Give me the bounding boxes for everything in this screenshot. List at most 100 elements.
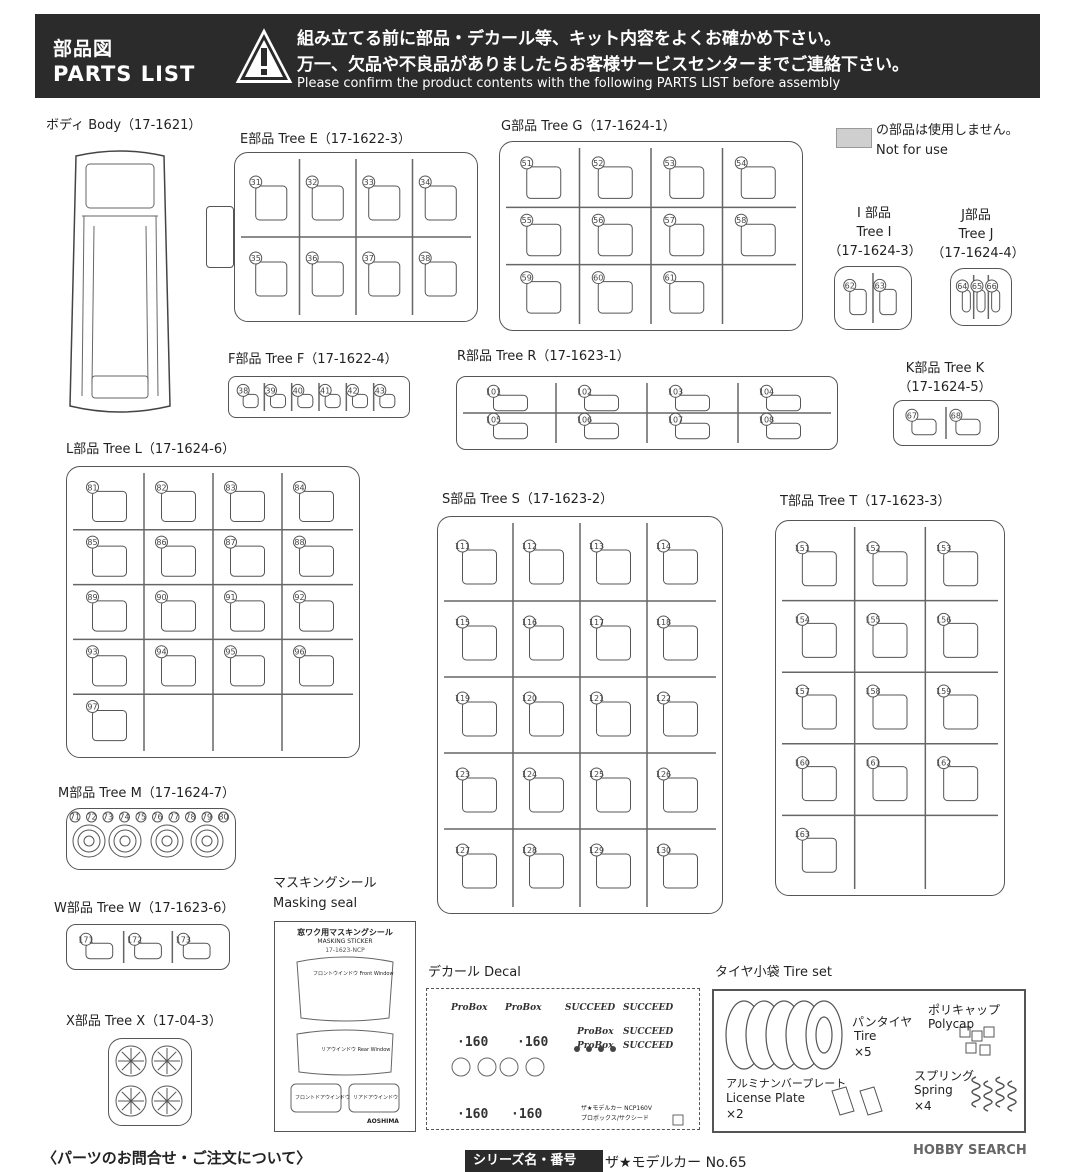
part-f-42: 42 [345,383,369,409]
part-m-73-marker [102,811,114,823]
tree-i-label-3: （17-1624-3） [828,244,922,259]
part-l-95: 95 [224,645,265,687]
body-drawing [69,150,171,413]
part-m-76-marker [152,811,163,823]
not-used-swatch [836,128,872,148]
part-m-75-number: 75 [136,813,146,822]
svg-text:124: 124 [522,770,537,779]
svg-text:125: 125 [589,770,604,779]
tree-i-label-1: I 部品 [857,206,891,221]
svg-text:61: 61 [665,274,675,283]
svg-text:92: 92 [294,593,304,602]
svg-text:107: 107 [668,415,683,424]
part-l-86: 86 [155,535,196,577]
svg-text:105: 105 [486,415,501,424]
svg-text:53: 53 [665,159,675,168]
part-s-128: 128 [522,843,564,889]
svg-text:38: 38 [420,254,430,263]
part-g-54: 54 [734,156,776,199]
decal-text: ·160 [517,1035,549,1050]
svg-text:96: 96 [294,648,304,657]
part-s-126: 126 [656,767,698,813]
svg-text:40: 40 [293,386,303,395]
part-r-107: 107 [668,412,710,440]
part-e-38: 38 [418,251,457,297]
part-g-57: 57 [663,213,705,257]
part-l-88: 88 [293,535,334,577]
part-t-163: 163 [795,827,837,873]
svg-text:171: 171 [78,935,93,944]
part-m-80-marker [218,811,229,823]
wheel-x-3 [115,1085,147,1117]
svg-text:119: 119 [455,694,470,703]
part-r-103: 103 [668,384,710,412]
svg-text:101: 101 [486,387,501,396]
part-s-120: 120 [522,691,564,737]
masking-item-4: リアドアウインドウ [353,1095,399,1101]
svg-text:151: 151 [795,544,810,553]
part-e-33: 33 [362,175,401,221]
svg-text:113: 113 [589,542,604,551]
tires-icon [725,1000,1017,1116]
wheel-part-1 [72,824,106,858]
decal-text: ·160 [457,1107,489,1122]
svg-text:91: 91 [225,593,235,602]
masking-item-1: フロントウインドウ Front Window [313,971,394,977]
part-m-78-marker [185,811,196,823]
part-g-55: 55 [520,213,562,257]
svg-text:106: 106 [577,415,592,424]
part-f-41: 41 [318,383,341,409]
part-r-106: 106 [577,412,619,440]
tree-t-label: T部品 Tree T（17-1623-3） [780,494,951,509]
part-l-85: 85 [86,535,127,577]
svg-text:67: 67 [907,411,917,420]
masking-item-3: フロントドアウインドウ [295,1095,351,1101]
svg-text:115: 115 [455,618,470,627]
tire-jp: パンタイヤ [852,1015,913,1029]
svg-text:122: 122 [656,694,671,703]
svg-text:43: 43 [375,386,385,395]
part-k-67: 67 [905,408,937,436]
svg-text:163: 163 [795,830,810,839]
svg-text:154: 154 [795,615,810,624]
tireset-label: タイヤ小袋 Tire set [715,965,832,980]
part-e-32: 32 [305,175,344,221]
series-value: ザ★モデルカー No.65 [605,1155,747,1171]
decal-text: SUCCEED [623,1003,674,1013]
svg-text:62: 62 [845,281,855,290]
tree-e-side-part [206,206,234,268]
part-t-162: 162 [936,756,979,802]
svg-text:129: 129 [589,846,604,855]
svg-text:89: 89 [87,593,97,602]
part-f-43: 43 [373,383,396,409]
part-r-105: 105 [486,412,528,440]
tire-qty: ×5 [854,1045,872,1059]
not-used-jp: の部品は使用しません。 [876,123,1019,138]
svg-text:155: 155 [865,615,880,624]
svg-text:153: 153 [936,544,951,553]
part-m-77-marker [168,811,180,823]
svg-text:36: 36 [307,254,317,263]
part-s-129: 129 [589,843,631,889]
wheel-x-2 [151,1045,183,1077]
part-l-87: 87 [224,535,265,577]
decal-label: デカール Decal [428,965,521,980]
masking-item-2: リアウインドウ Rear Window [321,1047,391,1053]
svg-text:52: 52 [593,159,603,168]
svg-text:152: 152 [865,544,880,553]
svg-text:33: 33 [364,178,374,187]
svg-text:39: 39 [265,386,275,395]
part-l-96: 96 [293,645,334,687]
tree-m-label: M部品 Tree M（17-1624-7） [58,786,236,801]
tree-w-label: W部品 Tree W（17-1623-6） [54,901,235,916]
svg-text:81: 81 [87,483,97,492]
svg-text:127: 127 [455,846,470,855]
part-s-125: 125 [589,767,631,813]
part-g-56: 56 [591,213,633,257]
